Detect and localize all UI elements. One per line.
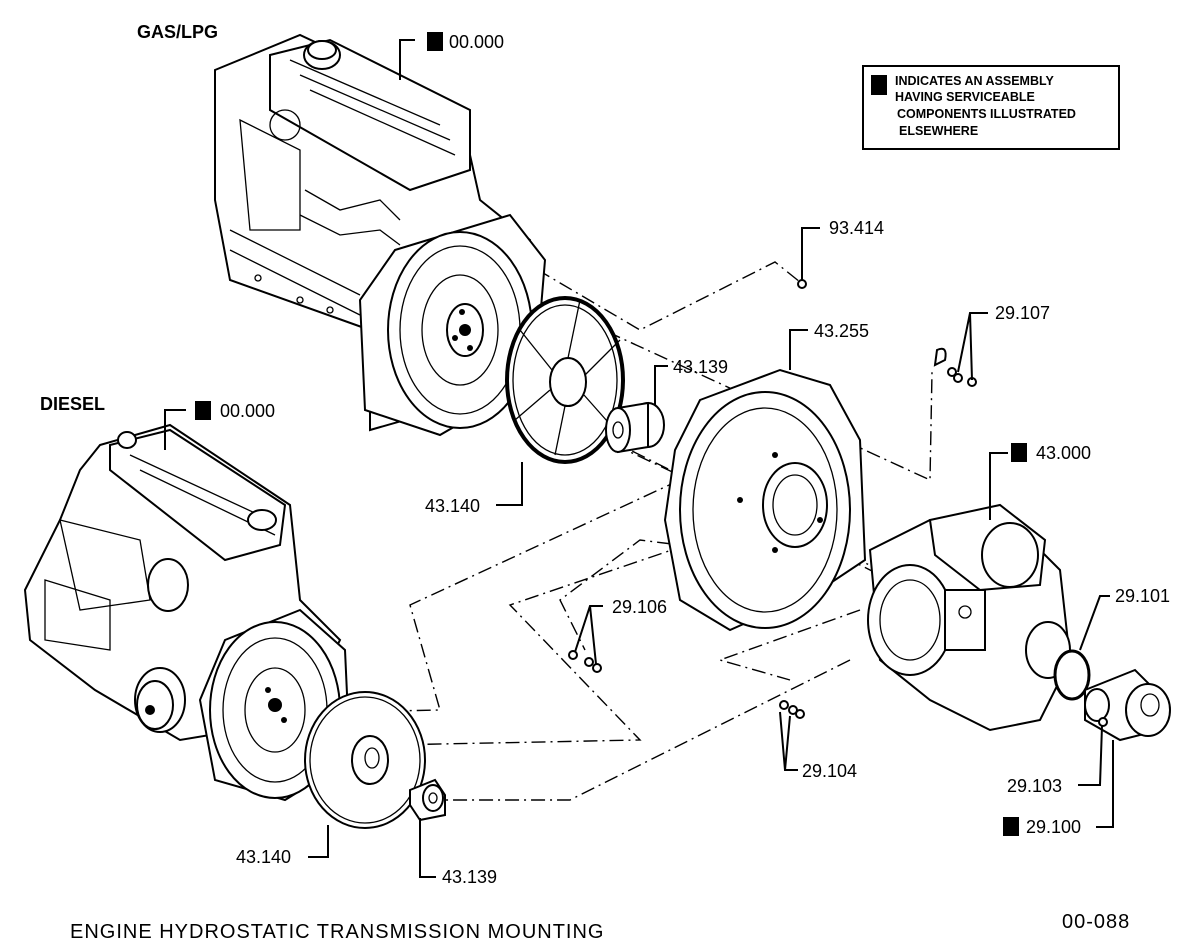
- callout-43139-bottom: 43.139: [442, 867, 497, 887]
- diagram-caption: ENGINE HYDROSTATIC TRANSMISSION MOUNTING: [70, 921, 604, 943]
- gas-lpg-heading: GAS/LPG: [137, 22, 218, 42]
- assembly-marker-icon: [427, 32, 443, 51]
- hydrostatic-pump-43000: [867, 503, 1072, 732]
- callout-43140-top: 43.140: [425, 496, 480, 516]
- figure-number: 00-088: [1062, 911, 1130, 933]
- oring-29101: [1053, 649, 1091, 701]
- drive-plate-43140-top: [505, 296, 625, 464]
- assembly-marker-icon: [195, 401, 211, 420]
- callout-diesel-engine-00000: 00.000: [220, 401, 275, 421]
- callout-29106: 29.106: [612, 597, 667, 617]
- callout-labels: 00.000 00.000 93.414 29.107 43.255 43.13…: [195, 32, 1170, 887]
- drive-plate-43140-bottom: [304, 691, 426, 829]
- callout-29107: 29.107: [995, 303, 1050, 323]
- legend-line-1: INDICATES AN ASSEMBLY: [895, 74, 1054, 88]
- callout-43139-top: 43.139: [673, 357, 728, 377]
- bolts-29107: [933, 347, 977, 387]
- bolts-29106: [568, 650, 602, 673]
- bolt-93414: [797, 279, 807, 289]
- assembly-marker-icon: [1011, 443, 1027, 462]
- callout-29101: 29.101: [1115, 586, 1170, 606]
- bell-housing-43255: [663, 368, 867, 632]
- diesel-heading: DIESEL: [40, 394, 105, 414]
- assembly-marker-icon: [1003, 817, 1019, 836]
- callout-93414: 93.414: [829, 218, 884, 238]
- callout-29103: 29.103: [1007, 776, 1062, 796]
- legend-line-2: HAVING SERVICEABLE: [895, 90, 1035, 104]
- callout-43255: 43.255: [814, 321, 869, 341]
- bolt-29103: [1098, 717, 1108, 727]
- callout-43000: 43.000: [1036, 443, 1091, 463]
- charge-pump-29100: [1084, 668, 1171, 742]
- callout-29104: 29.104: [802, 761, 857, 781]
- assembly-marker-icon: [871, 75, 887, 95]
- legend-box: INDICATES AN ASSEMBLY HAVING SERVICEABLE…: [862, 65, 1120, 150]
- callout-43140-bottom: 43.140: [236, 847, 291, 867]
- legend-line-3: COMPONENTS ILLUSTRATED: [897, 107, 1076, 121]
- callout-29100: 29.100: [1026, 817, 1081, 837]
- bolts-29104: [779, 700, 805, 719]
- coupling-43139-bottom: [409, 778, 446, 822]
- callout-gas-engine-00000: 00.000: [449, 32, 504, 52]
- legend-line-4: ELSEWHERE: [899, 124, 978, 138]
- leader-lines: [164, 39, 1114, 878]
- coupling-43139-top: [605, 401, 665, 454]
